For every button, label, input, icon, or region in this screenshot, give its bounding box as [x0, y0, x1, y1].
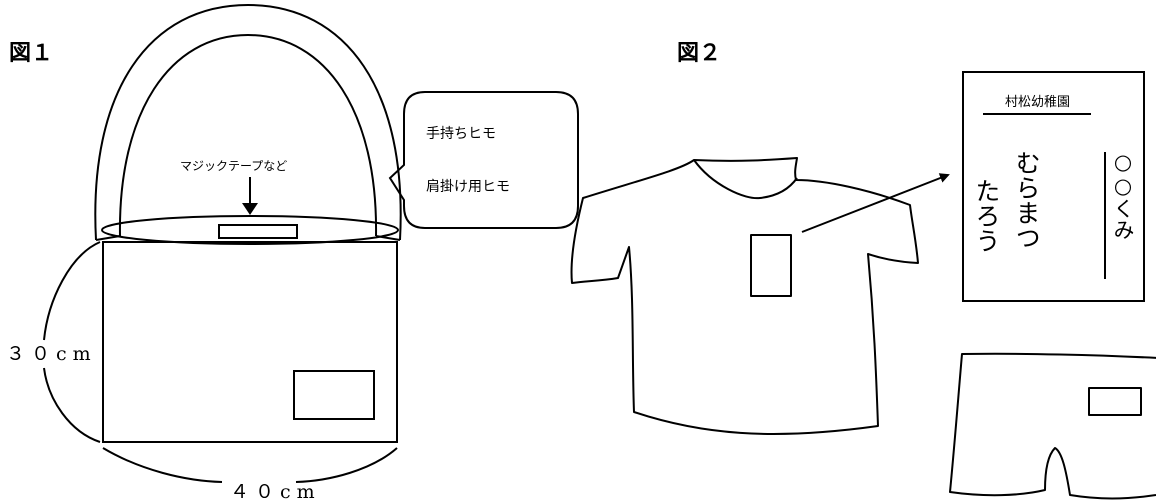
bag-name-card: [293, 370, 375, 420]
shorts-name-card: [1088, 387, 1142, 416]
name-tag-class: ○○くみ: [1111, 150, 1135, 240]
name-tag-drawing: [962, 71, 1145, 302]
bubble-line-hand-strap: 手持ちヒモ: [426, 126, 496, 142]
shorts-drawing: [949, 352, 1156, 500]
width-dimension-arc-left: [102, 447, 223, 483]
bag-opening: [101, 215, 399, 245]
width-dimension-arc-right: [295, 447, 398, 483]
name-tag-pointer-arrow: [801, 173, 950, 233]
bubble-line-shoulder-strap: 肩掛け用ヒモ: [426, 179, 510, 195]
name-tag-surname: むらまつ: [1012, 150, 1041, 250]
bag-drawing: [43, 3, 579, 483]
name-tag-kindergarten: 村松幼稚園: [1005, 95, 1071, 110]
tshirt-outline: [570, 157, 919, 435]
velcro-patch: [218, 224, 298, 239]
figure1-label: 図１: [9, 41, 54, 66]
velcro-label: マジックテープなど: [180, 159, 288, 173]
width-dimension-label: ４０cm: [230, 481, 321, 503]
bag-body: [102, 241, 398, 443]
tshirt-drawing: [570, 157, 919, 435]
bag-handle-inner: [118, 33, 378, 237]
velcro-arrow: [242, 177, 258, 215]
height-dimension-arc-bottom: [43, 367, 101, 443]
name-tag-given-name: たろう: [972, 178, 1001, 253]
speech-bubble: [388, 91, 579, 229]
tshirt-collar: [693, 159, 798, 200]
shorts-outline: [949, 352, 1156, 500]
height-dimension-arc-top: [43, 241, 101, 341]
height-dimension-label: ３０cm: [6, 343, 97, 365]
figure2-label: 図２: [677, 41, 722, 66]
tshirt-name-card: [750, 234, 792, 297]
name-tag-border: [962, 71, 1145, 302]
bag-handle-outer: [94, 3, 402, 241]
